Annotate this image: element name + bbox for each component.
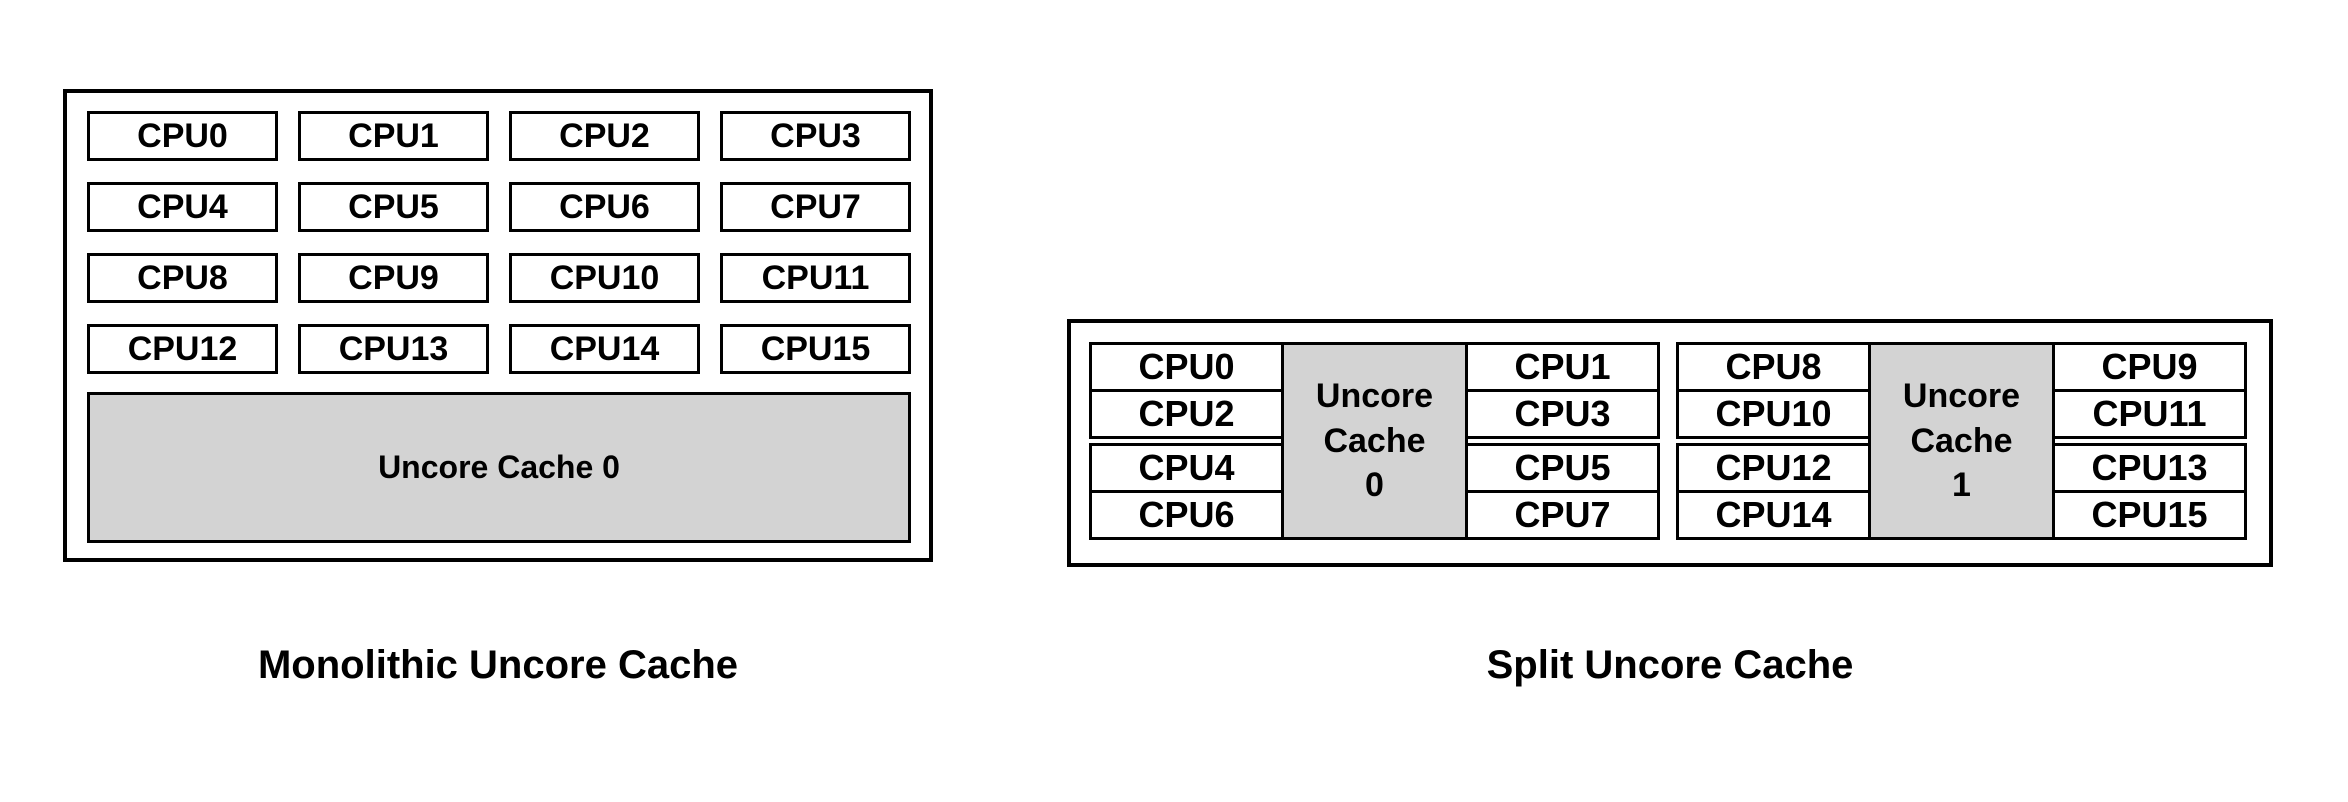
split-left-column-0: CPU0 CPU2 CPU4 CPU6 — [1089, 342, 1284, 540]
cpu-box: CPU13 — [2052, 443, 2247, 493]
monolithic-caption: Monolithic Uncore Cache — [257, 643, 739, 687]
cpu-box: CPU8 — [87, 253, 278, 303]
cpu-box: CPU0 — [1089, 342, 1284, 392]
split-group-0: CPU0 CPU2 CPU4 CPU6 Uncore Cache 0 CPU1 … — [1089, 342, 1660, 540]
cpu-box: CPU12 — [87, 324, 278, 374]
cpu-box: CPU4 — [1089, 443, 1284, 493]
cpu-box: CPU14 — [1676, 490, 1871, 540]
cpu-box: CPU14 — [509, 324, 700, 374]
cpu-box: CPU9 — [298, 253, 489, 303]
monolithic-cpu-grid: CPU0 CPU1 CPU2 CPU3 CPU4 CPU5 CPU6 CPU7 … — [87, 111, 911, 374]
cpu-box: CPU3 — [1465, 389, 1660, 439]
split-content: CPU0 CPU2 CPU4 CPU6 Uncore Cache 0 CPU1 … — [1089, 342, 2247, 540]
uncore-cache-line: Cache — [1910, 421, 2013, 460]
cpu-box: CPU11 — [2052, 389, 2247, 439]
cpu-box: CPU15 — [720, 324, 911, 374]
uncore-cache-1-box: Uncore Cache 1 — [1868, 342, 2055, 540]
cpu-box: CPU1 — [298, 111, 489, 161]
cpu-box: CPU13 — [298, 324, 489, 374]
cpu-box: CPU9 — [2052, 342, 2247, 392]
uncore-cache-line: 0 — [1365, 466, 1384, 505]
cpu-box: CPU1 — [1465, 342, 1660, 392]
uncore-cache-0-box: Uncore Cache 0 — [1281, 342, 1468, 540]
cpu-box: CPU6 — [509, 182, 700, 232]
cpu-box: CPU3 — [720, 111, 911, 161]
cpu-box: CPU11 — [720, 253, 911, 303]
cpu-box: CPU10 — [1676, 389, 1871, 439]
monolithic-diagram: CPU0 CPU1 CPU2 CPU3 CPU4 CPU5 CPU6 CPU7 … — [63, 89, 933, 562]
cpu-box: CPU5 — [298, 182, 489, 232]
cpu-box: CPU10 — [509, 253, 700, 303]
split-right-column-0: CPU1 CPU3 CPU5 CPU7 — [1465, 342, 1660, 540]
cpu-box: CPU12 — [1676, 443, 1871, 493]
uncore-cache-line: Cache — [1323, 421, 1426, 460]
cpu-box: CPU5 — [1465, 443, 1660, 493]
uncore-cache-0-box: Uncore Cache 0 — [87, 392, 911, 543]
cpu-box: CPU7 — [720, 182, 911, 232]
cpu-box: CPU4 — [87, 182, 278, 232]
uncore-cache-line: Uncore — [1902, 376, 2021, 415]
split-diagram: CPU0 CPU2 CPU4 CPU6 Uncore Cache 0 CPU1 … — [1067, 319, 2273, 567]
uncore-cache-line: 1 — [1952, 466, 1971, 505]
cpu-box: CPU0 — [87, 111, 278, 161]
cpu-box: CPU7 — [1465, 490, 1660, 540]
cpu-box: CPU15 — [2052, 490, 2247, 540]
split-left-column-1: CPU8 CPU10 CPU12 CPU14 — [1676, 342, 1871, 540]
cpu-box: CPU6 — [1089, 490, 1284, 540]
split-caption: Split Uncore Cache — [1486, 643, 1854, 687]
split-right-column-1: CPU9 CPU11 CPU13 CPU15 — [2052, 342, 2247, 540]
cpu-box: CPU2 — [509, 111, 700, 161]
cpu-box: CPU2 — [1089, 389, 1284, 439]
uncore-cache-line: Uncore — [1315, 376, 1434, 415]
cpu-box: CPU8 — [1676, 342, 1871, 392]
split-group-1: CPU8 CPU10 CPU12 CPU14 Uncore Cache 1 CP… — [1676, 342, 2247, 540]
